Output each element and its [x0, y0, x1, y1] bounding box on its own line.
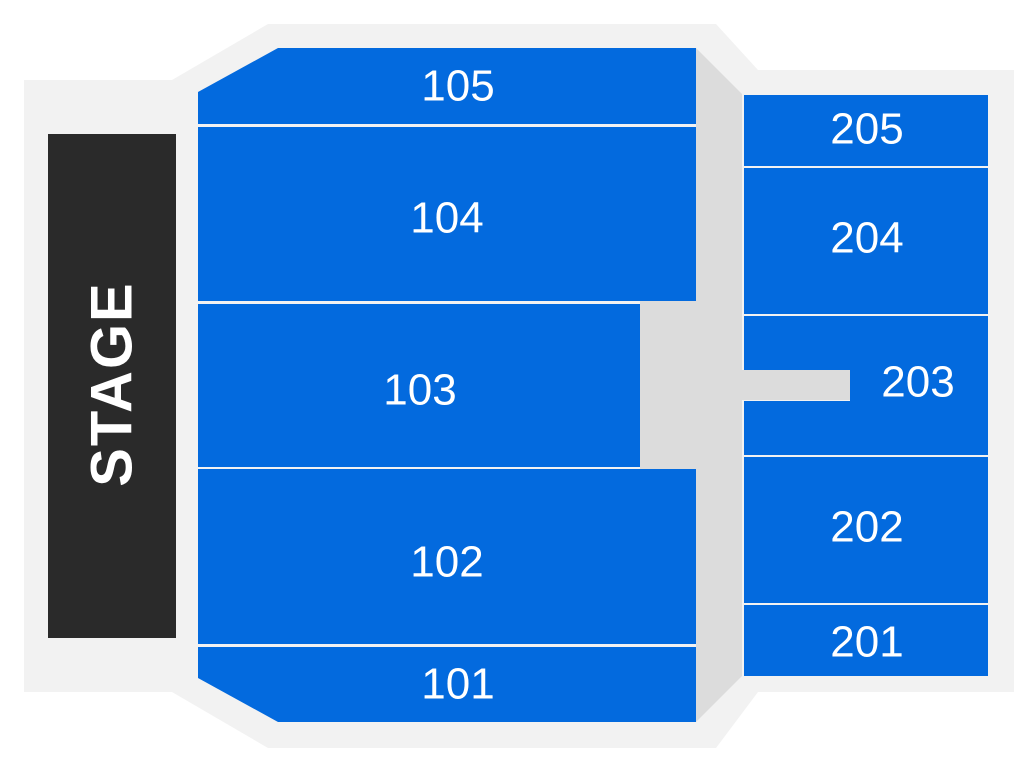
section-202-label: 202 — [830, 503, 903, 552]
section-101-label: 101 — [421, 660, 494, 709]
section-202[interactable]: 202 — [744, 457, 988, 603]
section-203[interactable]: 203 — [744, 316, 988, 455]
section-102[interactable]: 102 — [198, 469, 696, 644]
section-204[interactable]: 204 — [744, 168, 988, 314]
section-103[interactable]: 103 — [198, 304, 640, 467]
center-aisle — [696, 48, 742, 722]
section-104-label: 104 — [410, 194, 483, 243]
section-201-label: 201 — [830, 618, 903, 667]
section-201[interactable]: 201 — [744, 605, 988, 676]
section-205[interactable]: 205 — [744, 95, 988, 166]
section-105[interactable]: 105 — [198, 48, 696, 124]
section-204-label: 204 — [830, 214, 903, 263]
section-102-label: 102 — [410, 538, 483, 587]
stage-label: STAGE — [80, 281, 145, 487]
aisle-connector — [740, 370, 850, 400]
section-104[interactable]: 104 — [198, 127, 696, 301]
section-203-label: 203 — [881, 358, 954, 407]
section-103-label: 103 — [383, 366, 456, 415]
section-205-label: 205 — [830, 105, 903, 154]
section-105-label: 105 — [421, 62, 494, 111]
section-101[interactable]: 101 — [198, 647, 696, 722]
aisle-notch — [640, 300, 700, 470]
stage-block — [48, 134, 176, 638]
